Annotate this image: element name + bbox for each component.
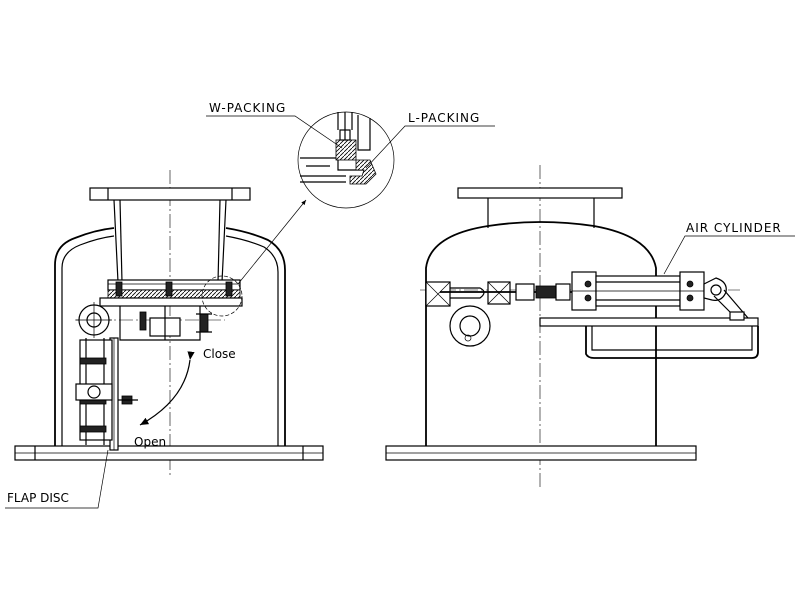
cylinder-support-box [585,326,759,359]
l-packing-part [349,159,377,185]
front-body-shell-left [54,227,115,448]
open-label: Open [134,435,166,449]
detail-leader-arrow [237,199,307,285]
packing-detail-view: W-PACKING L-PACKING [206,101,495,209]
front-inlet-pipe [113,199,227,283]
front-view: Close Open FLAP DISC [5,170,324,509]
w-packing-leader [206,115,343,149]
side-view: AIR CYLINDER [385,165,795,490]
close-open-arc-arrow [139,351,195,426]
w-packing-part [335,139,357,161]
air-cylinder-leader [663,235,795,275]
cylinder-mount-plate [539,317,759,327]
air-cylinder [571,271,705,311]
front-body-shell-right [225,227,286,448]
flap-disc-leader [5,449,109,509]
front-top-flange [89,187,251,201]
l-packing-label: L-PACKING [408,111,480,125]
w-packing-label: W-PACKING [209,101,286,115]
close-label: Close [203,347,236,361]
flap-disc-label: FLAP DISC [7,491,69,505]
air-cylinder-label: AIR CYLINDER [686,221,782,235]
side-body-shell [425,221,657,446]
detail-marker-circle [201,275,243,317]
detail-circle [297,111,395,209]
side-top-flange [457,187,623,199]
front-seat-ring [107,279,241,291]
flap-bolts [75,357,138,433]
l-packing-leader [365,125,495,169]
